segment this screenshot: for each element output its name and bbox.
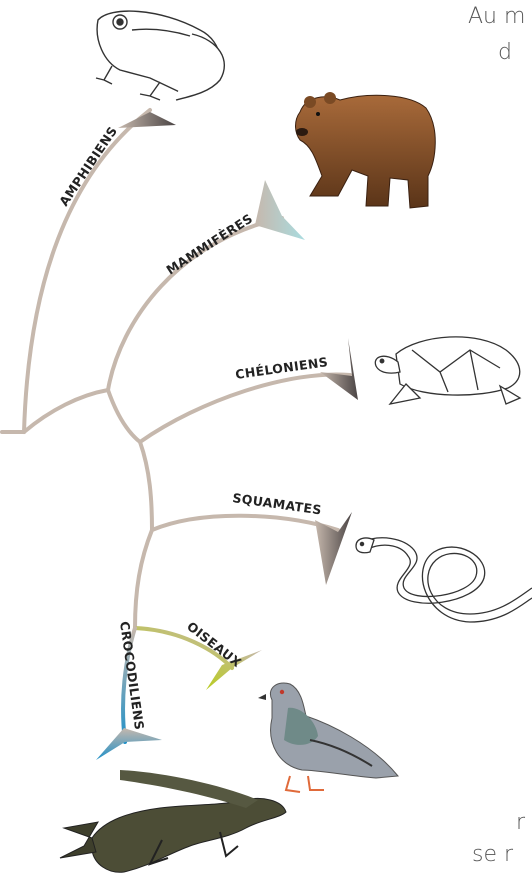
label-mammiferes: MAMMIFÈRES — [163, 211, 255, 278]
tip-squamates — [315, 512, 352, 585]
turtle-illustration — [375, 337, 520, 404]
branch-archelosaurs — [140, 442, 152, 530]
tip-amphibiens — [118, 112, 176, 128]
frog-illustration — [96, 11, 224, 100]
bear-illustration — [296, 92, 436, 208]
branch-sauropsids — [108, 390, 140, 442]
label-cheloniens: CHÉLONIENS — [234, 354, 329, 382]
crocodile-illustration — [60, 770, 286, 872]
tree-branches — [2, 110, 350, 742]
label-oiseaux: OISEAUX — [184, 619, 244, 671]
branch-archosaurs — [135, 530, 152, 628]
snake-illustration — [356, 538, 532, 622]
tip-mammiferes — [255, 180, 305, 240]
label-squamates: SQUAMATES — [232, 490, 323, 517]
pigeon-illustration — [258, 683, 398, 792]
branch-cheloniens — [140, 374, 350, 442]
branch-main — [24, 390, 108, 432]
tip-crocodiliens — [96, 728, 162, 760]
label-amphibiens: AMPHIBIENS — [56, 124, 120, 209]
branch-squamates — [152, 516, 338, 530]
